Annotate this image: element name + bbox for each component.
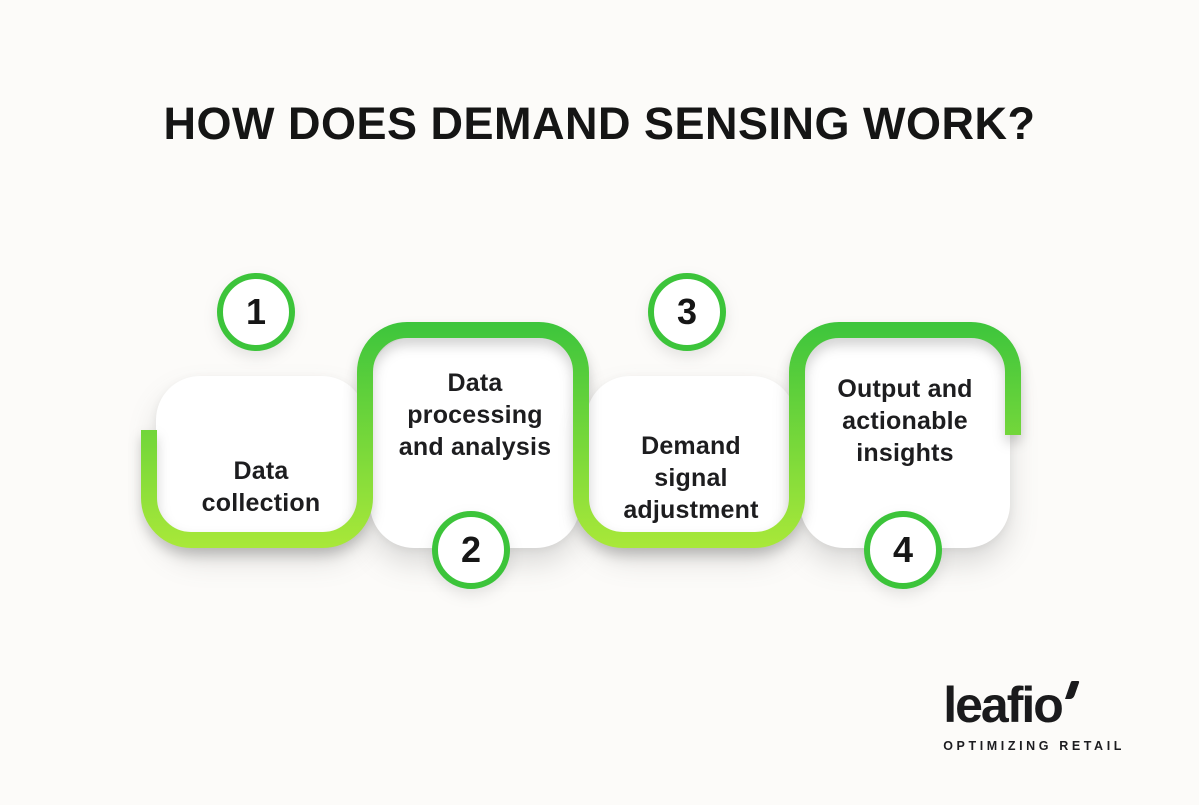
step-3-label: Demand signal adjustment [623, 432, 759, 524]
step-3-number: 3 [676, 291, 698, 332]
logo-row: leafio [943, 680, 1125, 730]
page-title: HOW DOES DEMAND SENSING WORK? [163, 98, 1036, 149]
step-card-1: Data collection [156, 376, 366, 544]
step-card-3: Demand signal adjustment [586, 376, 796, 544]
step-1-badge: 1 [217, 273, 295, 351]
leafio-logo: leafio OPTIMIZING RETAIL [943, 680, 1125, 753]
step-3-badge: 3 [648, 273, 726, 351]
step-2-number: 2 [460, 529, 482, 570]
step-4-number: 4 [892, 529, 914, 570]
step-1-number: 1 [245, 291, 267, 332]
logo-wordmark: leafio [943, 677, 1064, 733]
step-1-label: Data collection [201, 457, 321, 517]
logo-tagline: OPTIMIZING RETAIL [943, 739, 1125, 753]
leaf-icon [1064, 681, 1079, 699]
step-4-badge: 4 [864, 511, 942, 589]
step-2-badge: 2 [432, 511, 510, 589]
